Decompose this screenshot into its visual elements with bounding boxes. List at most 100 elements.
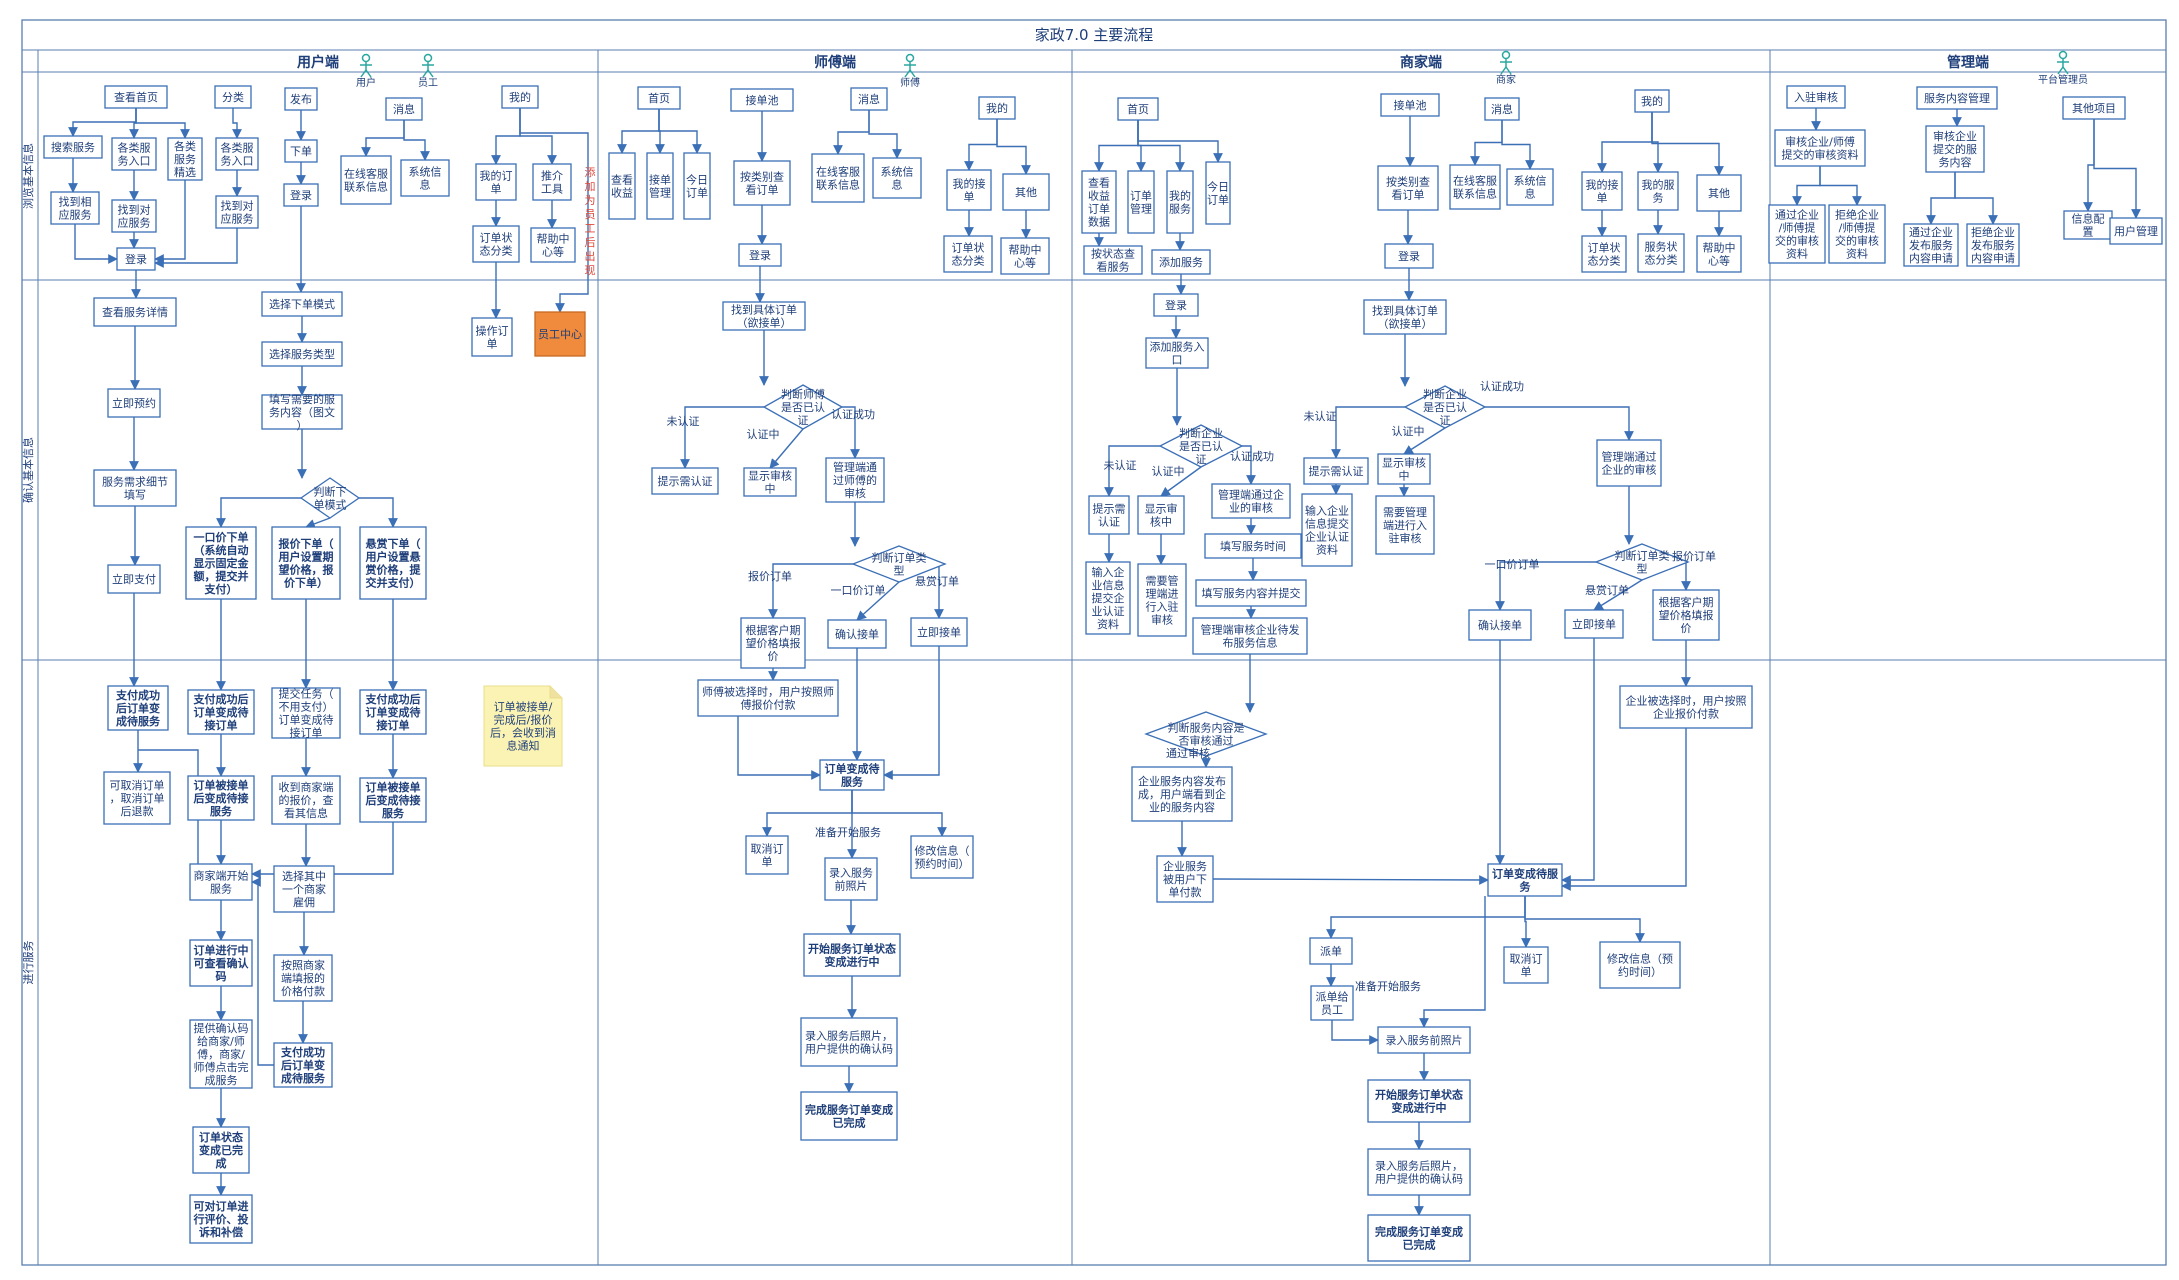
node-text: 工具 [541,183,563,196]
actor-icon [422,53,434,78]
node-text: 服务 [841,775,864,789]
process-box [1786,85,1846,109]
flow-node-m31: 录入服务后照片，用户提供的确认码 [800,1017,898,1067]
node-text: 首页 [648,91,670,105]
process-box [271,526,341,600]
process-box [1204,533,1302,559]
process-box [43,135,103,159]
process-box [50,191,100,225]
node-text: 成待服务 [281,1071,326,1085]
node-text: 立即预约 [112,396,156,410]
flow-node-u15: 登录 [283,183,319,207]
node-text: 我的 [1641,94,1663,108]
node-text: 接订单 [377,718,410,732]
node-text: 发布 [290,92,312,106]
node-text: 订单状态 [199,1130,243,1144]
node-text: 添加服务入 [1150,340,1205,354]
node-text: 录入服务后照片， [805,1030,893,1043]
node-text: 精选 [174,166,196,179]
node-text: 数据 [1088,215,1110,229]
flow-edge [359,497,398,528]
node-text: 拒绝企业 [1971,225,2015,239]
node-text: 填写服务时间 [1220,539,1286,553]
node-text: 其他 [1015,186,1037,199]
node-text: 后变成待接 [194,791,249,805]
process-box [1000,237,1050,275]
process-box [1696,235,1742,273]
node-text: 管理端通 [833,460,877,474]
node-text: 消息 [393,102,415,116]
flow-edge [934,563,945,619]
node-text: 我的 [1169,189,1191,203]
process-box [273,865,335,913]
edge-label: 未认证 [1104,459,1137,472]
node-text: 价下单） [284,576,328,590]
flow-edge [1331,1020,1379,1045]
node-text: 傅，商家/ [197,1047,245,1061]
phase-label: 确认基本信息 [21,437,35,503]
flow-edge [856,581,900,621]
flow-edge [851,790,947,837]
process-box [116,247,156,271]
node-text: 服务 [382,806,405,820]
node-text: 订单状 [952,241,985,255]
process-box [284,139,318,163]
process-box [1506,168,1554,206]
node-text: 师傅点击完 [194,1060,249,1074]
flow-node-m2: 接单池 [730,88,794,112]
node-text: 订单 [686,187,708,200]
node-text: 登录 [1398,249,1420,263]
node-text: 用户提供的确认码 [1375,1172,1463,1186]
node-text: 信息配 [2072,212,2105,226]
node-text: 判断订单类 [872,551,927,565]
node-text: 选择下单模式 [269,297,335,311]
flow-node-a3: 其他项目 [2062,96,2126,120]
flow-edge [361,120,405,157]
node-text: 成服务 [205,1074,238,1087]
flow-node-s4: 我的 [1634,89,1670,113]
flow-edge [1593,579,1643,611]
node-text: 找到对 [221,199,254,213]
node-text: 置 [2083,226,2094,239]
node-text: 望价格填报 [1659,608,1714,622]
flow-node-m18: 提示需认证 [651,467,719,495]
node-text: 服务 [174,153,196,166]
node-text: 服务需求细节 [102,476,168,489]
node-text: 接订单 [290,727,323,740]
process-box [1484,97,1520,121]
node-text: 企业被选择时，用户按照 [1626,694,1747,708]
flow-edge [1926,172,1956,225]
node-text: 帮助中 [1009,243,1042,257]
process-box [910,617,968,647]
node-text: 在线客服 [816,165,860,179]
flow-edge [1212,875,1489,885]
node-text: 交的审核 [1775,234,1819,248]
node-text: 帮助中 [537,232,570,246]
node-text: 找到对 [118,203,151,217]
node-text: 看订单 [1392,188,1425,202]
process-box [1619,685,1753,729]
node-text: 一个商家 [282,882,326,896]
node-text: 单 [762,856,773,869]
flow-node-u25: 选择下单模式 [261,291,343,317]
flow-node-m16: 找到具体订单（欲接单） [722,301,806,331]
node-text: 望价格，报 [279,563,335,577]
flow-edge [154,180,186,264]
node-text: 找到相 [59,195,92,209]
flow-node-m3: 消息 [850,87,888,111]
side-note-char: 为 [585,194,596,207]
